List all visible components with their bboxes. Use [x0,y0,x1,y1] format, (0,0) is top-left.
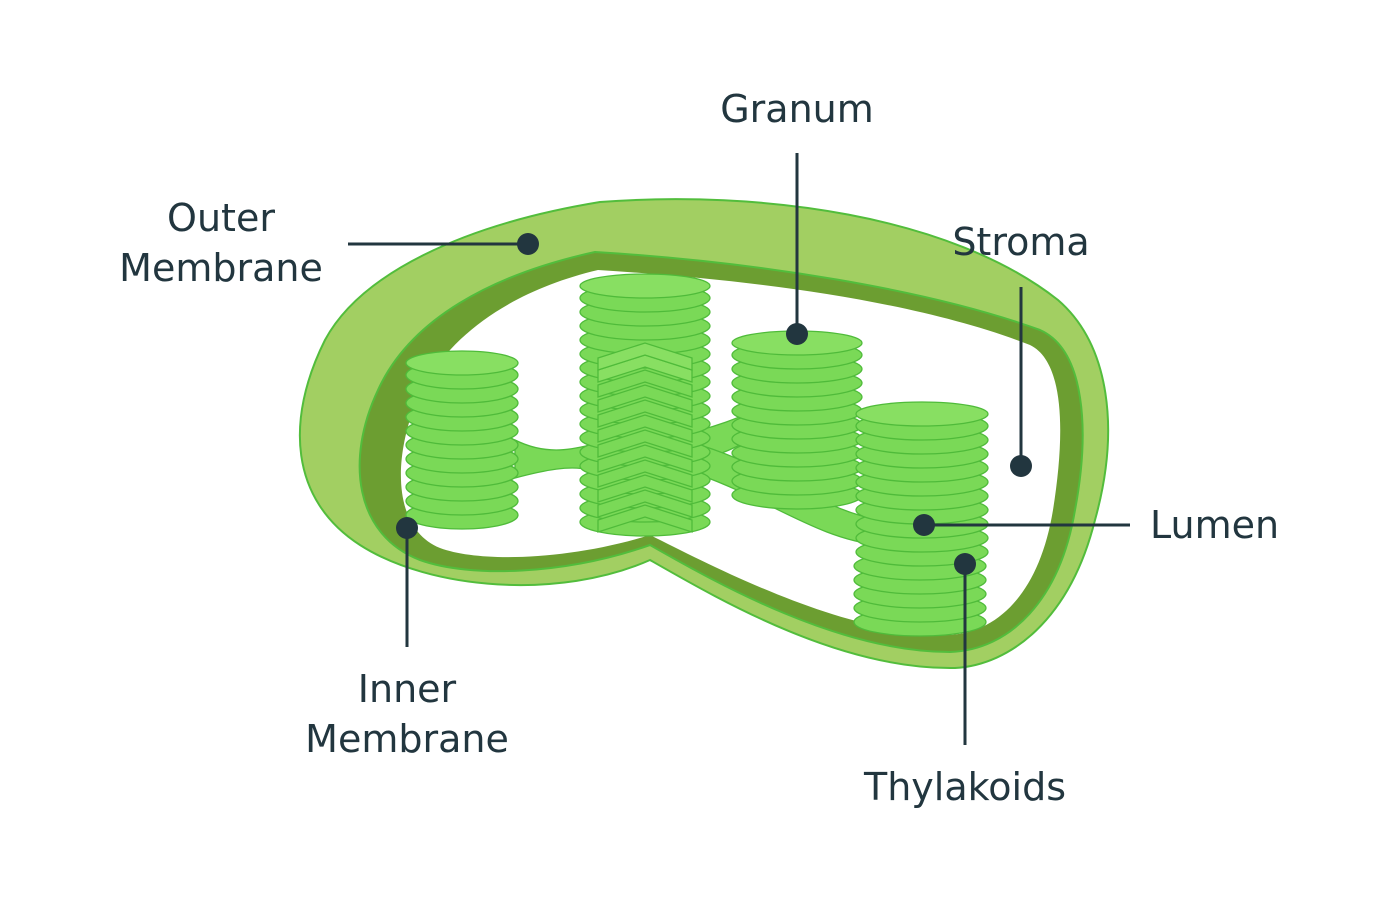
granum-cutaway [597,342,693,533]
inner-membrane-dot [396,517,418,539]
thylakoid-disc [855,401,989,427]
leaders [348,153,1130,745]
outer-membrane-dot [517,233,539,255]
stroma-label: Stroma [952,220,1089,264]
stroma-dot [1010,455,1032,477]
granum-left [405,350,519,530]
outer-membrane-label-line2: Membrane [119,246,323,290]
outer-membrane-label-line1: Outer [167,196,275,240]
inner-membrane-label-line1: Inner [358,667,457,711]
granum-center [579,273,711,537]
thylakoid-disc [579,273,711,299]
thylakoid-disc [405,350,519,376]
lumen-label: Lumen [1150,503,1279,547]
thylakoids-dot [954,553,976,575]
labels: Granum Outer Membrane Stroma Lumen Inner… [119,87,1279,809]
lumen-dot [913,514,935,536]
granum-middle [731,330,863,510]
granum-dot [786,323,808,345]
granum-label: Granum [720,87,874,131]
thylakoids-label: Thylakoids [863,765,1066,809]
inner-membrane-label-line2: Membrane [305,717,509,761]
